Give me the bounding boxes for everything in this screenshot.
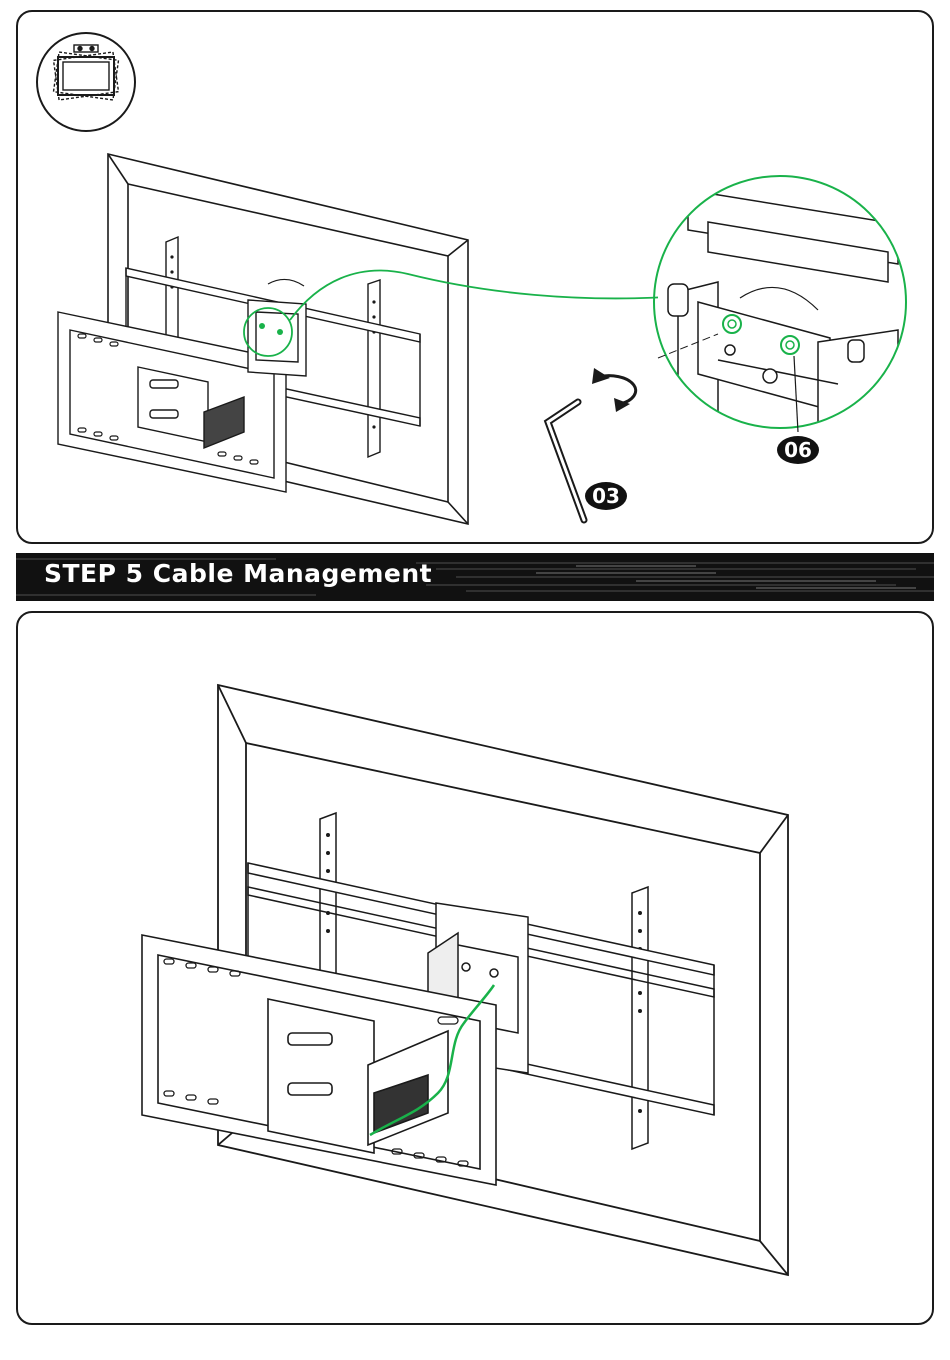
cable-management-diagram — [18, 613, 934, 1325]
highlight-dot — [277, 329, 283, 335]
orientation-thumbnail-icon — [37, 33, 135, 131]
zoom-detail — [654, 176, 918, 432]
step-banner: STEP 5 Cable Management — [16, 553, 934, 601]
tv-mount-tilt-adjust-diagram: 03 06 — [18, 12, 934, 544]
step5-illustration-panel — [16, 611, 934, 1325]
callout-badge-03: 03 — [585, 482, 627, 510]
callout-badge-06: 06 — [777, 436, 819, 464]
callout-06-label: 06 — [784, 438, 812, 462]
step4-illustration-panel: 03 06 — [16, 10, 934, 544]
callout-03-label: 03 — [592, 484, 620, 508]
highlight-dot — [259, 323, 265, 329]
rotate-arrows-icon — [592, 368, 636, 412]
step-title: STEP 5 Cable Management — [44, 559, 432, 588]
